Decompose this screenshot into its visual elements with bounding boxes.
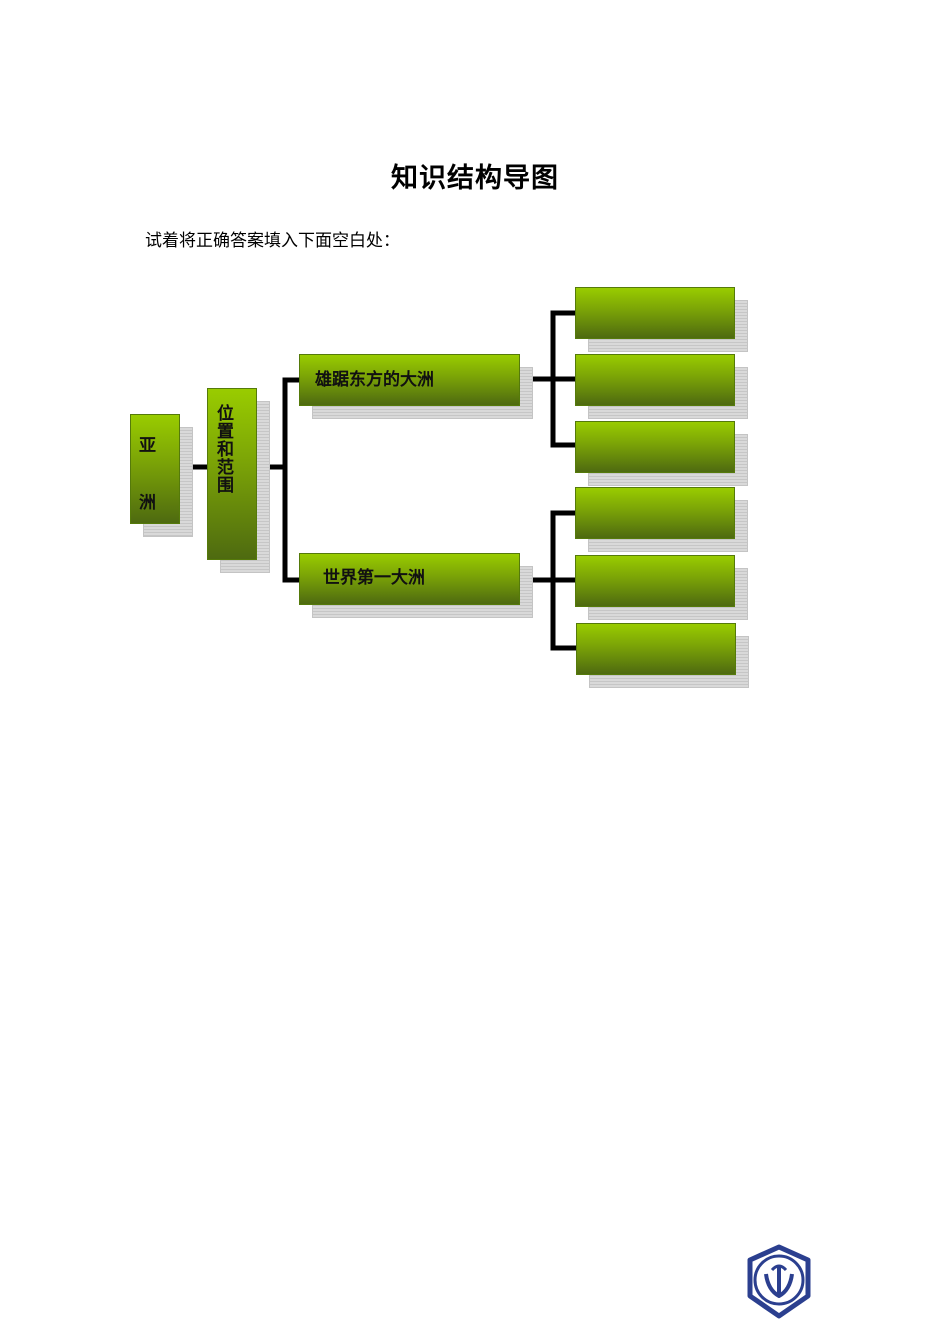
root-node-asia: 亚 洲 <box>130 414 193 537</box>
branch-node-largest: 世界第一大洲 <box>299 553 533 618</box>
instruction-text: 试着将正确答案填入下面空白处： <box>145 231 400 251</box>
school-emblem-icon <box>747 1244 811 1319</box>
page-title: 知识结构导图 <box>391 163 559 194</box>
root-node-label: 亚 洲 <box>135 436 155 520</box>
answer-box[interactable] <box>575 555 748 620</box>
answer-box[interactable] <box>575 487 748 552</box>
branch-node-label: 世界第一大洲 <box>323 568 425 588</box>
answer-box[interactable] <box>575 287 748 352</box>
branch-node-east: 雄踞东方的大洲 <box>299 354 533 419</box>
answer-box[interactable] <box>575 421 748 486</box>
level1-node-label: 位置和范围 <box>213 404 233 494</box>
answer-box[interactable] <box>575 354 748 419</box>
answer-box[interactable] <box>576 623 749 688</box>
branch-node-label: 雄踞东方的大洲 <box>315 370 434 390</box>
level1-node-location: 位置和范围 <box>207 388 270 573</box>
